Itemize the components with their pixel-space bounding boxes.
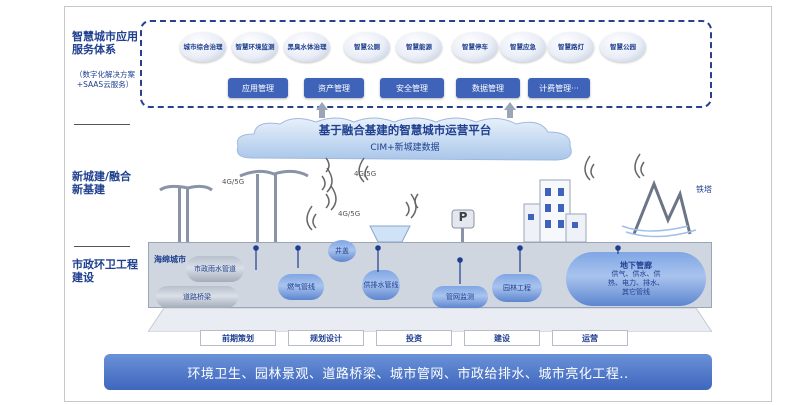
engineering-scope-band: 环境卫生、园林景观、道路桥梁、城市管网、市政给排水、城市亮化工程.. (104, 354, 712, 390)
app-smart-streetlight[interactable]: 智慧路灯 (548, 32, 594, 62)
stage-planning[interactable]: 前期策划 (200, 330, 276, 346)
signal-icon (358, 157, 369, 183)
manhole-cover: 井盖 (328, 240, 356, 262)
sponge-city-label: 海绵城市 (154, 255, 186, 264)
tower-icon (621, 179, 697, 238)
municipal-rain-pipe: 市政雨水管道 (186, 256, 244, 282)
street-lamp-icon (159, 184, 213, 242)
app-smart-parking[interactable]: 智慧停车 (452, 32, 498, 62)
app-city-governance[interactable]: 城市综合治理 (180, 32, 226, 62)
section-title-new-build: 新城建/融合新基建 (72, 170, 132, 196)
stage-investment[interactable]: 投资 (376, 330, 452, 346)
utility-tunnel-detail: 供气、供水、供热、电力、排水、其它管线 (608, 270, 664, 296)
new-infrastructure-illustration (159, 153, 697, 243)
tower-label: 铁塔 (696, 185, 712, 194)
stage-design[interactable]: 规划设计 (288, 330, 364, 346)
parking-sign-icon (451, 209, 475, 242)
mgmt-application[interactable]: 应用管理 (228, 78, 288, 98)
mgmt-billing[interactable]: 计费管理··· (528, 78, 590, 98)
app-smart-energy[interactable]: 智慧能源 (396, 32, 442, 62)
lifecycle-band (148, 308, 712, 332)
app-smart-emergency[interactable]: 智慧应急 (500, 32, 546, 62)
road-bridge-pipe: 道路桥梁 (156, 286, 238, 308)
mgmt-data[interactable]: 数据管理 (456, 78, 520, 98)
network-label: 4G/5G (354, 170, 377, 178)
network-label: 4G/5G (222, 178, 245, 186)
landscape-pipe: 园林工程 (492, 274, 542, 302)
network-label: 4G/5G (338, 210, 361, 218)
sensor-pins (253, 245, 621, 284)
platform-subtitle: CIM+新城建数据 (370, 143, 440, 153)
arrow-up-icon (504, 102, 516, 118)
section-title-smart-city: 智慧城市应用服务体系 (72, 30, 138, 56)
signal-icon (584, 153, 645, 181)
signal-icon (306, 205, 317, 231)
building-icon (523, 179, 587, 243)
cloud-icon (236, 117, 572, 161)
section-divider (74, 246, 130, 247)
smart-city-application-box (140, 20, 712, 108)
arrow-up-icon (316, 102, 328, 118)
pipe-monitor: 管网监测 (432, 286, 488, 308)
street-lamp-icon (239, 169, 309, 242)
section-title-municipal: 市政环卫工程建设 (72, 258, 138, 284)
sensor-pin-icon (253, 245, 621, 284)
stage-construction[interactable]: 建设 (464, 330, 540, 346)
app-smart-park[interactable]: 智慧公园 (600, 32, 646, 62)
utility-tunnel-title: 地下管廊 (620, 261, 652, 270)
section-subtitle-smart-city: （数字化解决方案+SAAS云服务） (75, 70, 135, 89)
app-water-treatment[interactable]: 黑臭水体治理 (284, 32, 330, 62)
platform-title: 基于融合基建的智慧城市运营平台 (318, 123, 492, 137)
mgmt-security[interactable]: 安全管理 (380, 78, 444, 98)
app-environment-monitoring[interactable]: 智慧环境监测 (232, 32, 278, 62)
drain-pipe: 供排水管线 (362, 270, 400, 300)
signal-icon (405, 193, 419, 219)
signal-icon (321, 157, 337, 211)
parking-sign-text: P (458, 210, 468, 224)
app-smart-toilet[interactable]: 智慧公厕 (344, 32, 390, 62)
utility-tunnel: 地下管廊 供气、供水、供热、电力、排水、其它管线 (566, 252, 706, 306)
manhole-icon (369, 225, 411, 243)
gas-pipe: 燃气管线 (278, 274, 324, 300)
stage-operation[interactable]: 运营 (552, 330, 628, 346)
section-divider (74, 124, 130, 125)
mgmt-asset[interactable]: 资产管理 (304, 78, 364, 98)
